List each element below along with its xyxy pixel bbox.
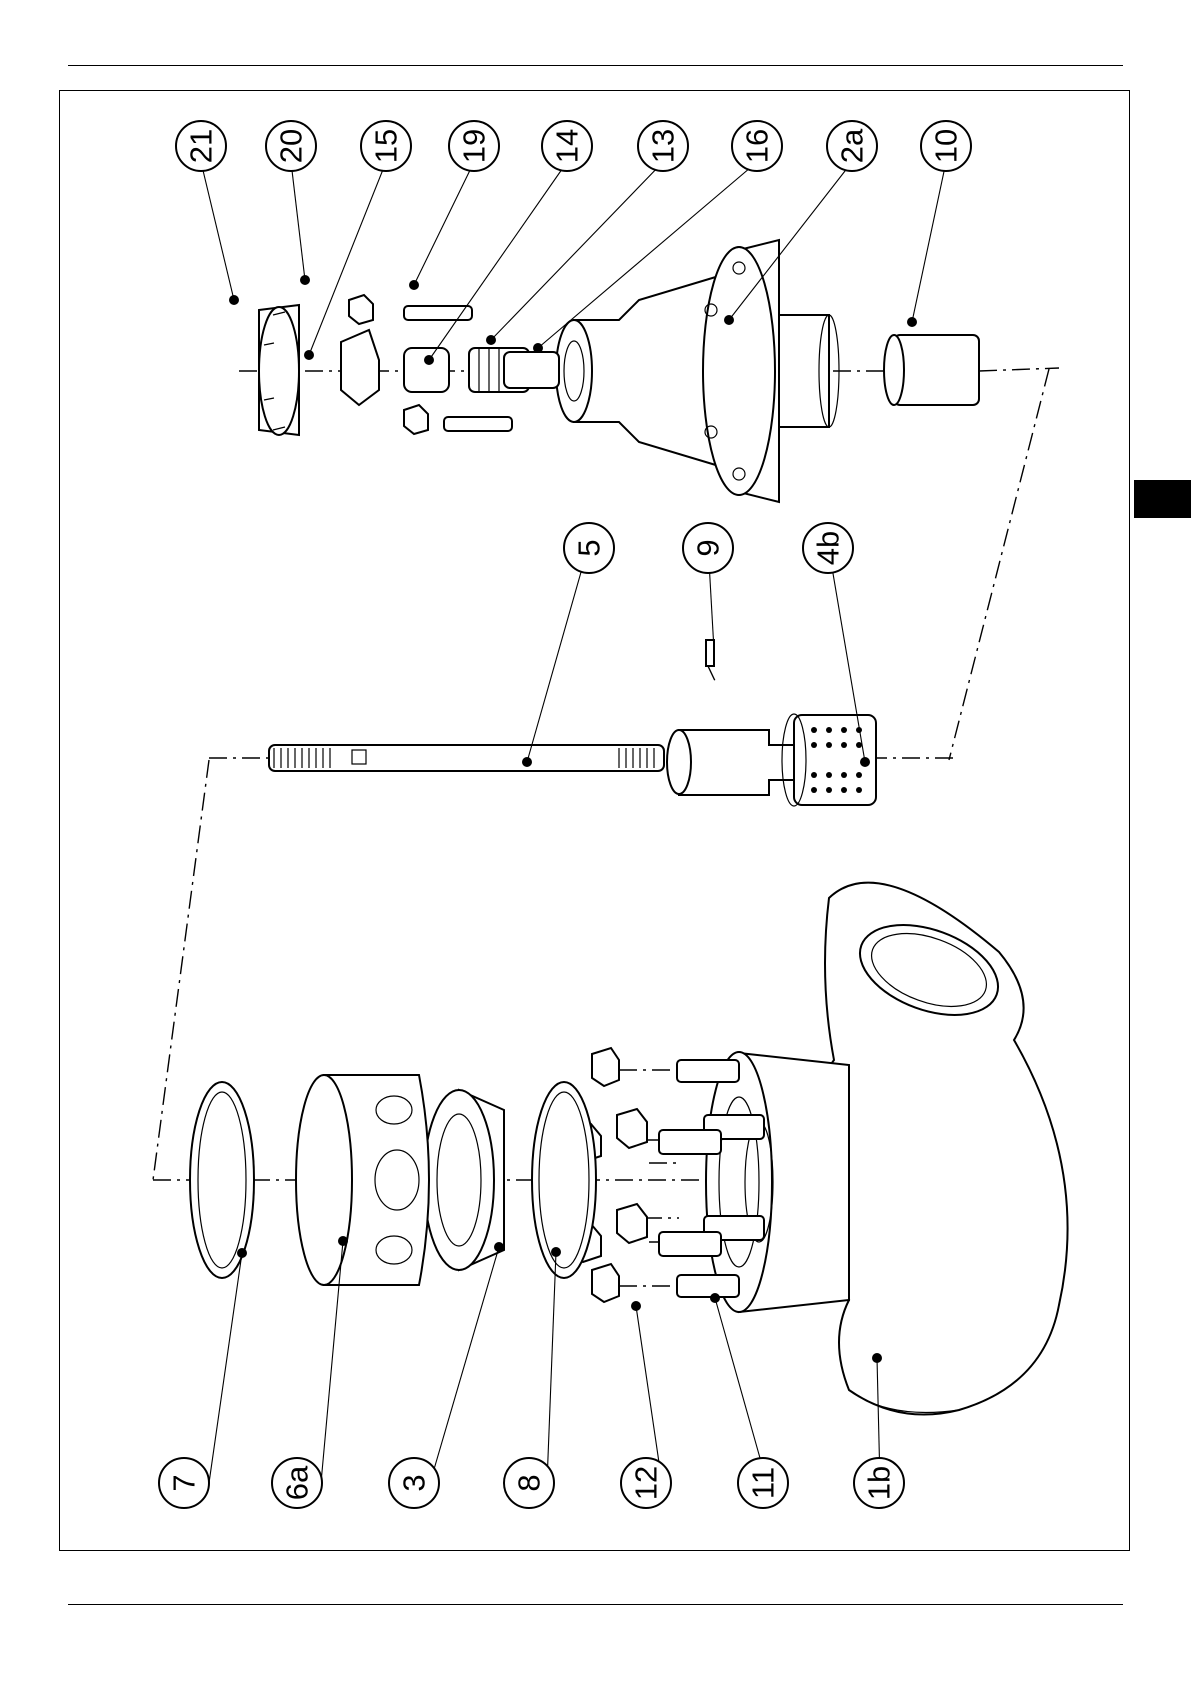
part-8-ring (532, 1082, 596, 1278)
part-15-clamp (341, 330, 379, 405)
svg-text:4b: 4b (811, 531, 846, 565)
callout-14: 14 (542, 121, 592, 171)
svg-text:12: 12 (629, 1466, 664, 1500)
svg-text:7: 7 (167, 1474, 202, 1491)
part-21-locknut (259, 305, 299, 435)
callout-19: 19 (449, 121, 499, 171)
svg-text:6a: 6a (280, 1465, 315, 1500)
callout-20: 20 (266, 121, 316, 171)
part-1b-flange (706, 1052, 849, 1312)
part-4b-plug (667, 714, 876, 806)
svg-text:8: 8 (512, 1474, 547, 1491)
callout-1b: 1b (854, 1458, 904, 1508)
section-tab (1134, 480, 1191, 518)
part-13-16-connector (469, 348, 559, 392)
svg-text:1b: 1b (862, 1466, 897, 1500)
svg-text:21: 21 (184, 129, 219, 163)
callout-15: 15 (361, 121, 411, 171)
svg-text:5: 5 (572, 539, 607, 556)
callout-16: 16 (732, 121, 782, 171)
part-3-seat (424, 1090, 504, 1270)
callout-12: 12 (621, 1458, 671, 1508)
part-2a-bonnet (556, 240, 839, 502)
part-5-stem (269, 745, 664, 771)
part-7-gasket (190, 1082, 254, 1278)
callout-13: 13 (638, 121, 688, 171)
part-14-sleeve (404, 348, 449, 392)
svg-text:15: 15 (369, 129, 404, 163)
part-10-bushing (884, 335, 979, 405)
svg-text:2a: 2a (835, 128, 870, 163)
callout-5: 5 (564, 523, 614, 573)
callout-10: 10 (921, 121, 971, 171)
svg-text:16: 16 (740, 129, 775, 163)
header-rule (68, 65, 1123, 66)
callout-2a: 2a (827, 121, 877, 171)
callout-6a: 6a (272, 1458, 322, 1508)
exploded-view-drawing: 21 20 15 19 14 13 16 2a 10 5 9 4b 7 6a 3… (59, 90, 1130, 1551)
svg-text:19: 19 (457, 129, 492, 163)
svg-text:3: 3 (397, 1474, 432, 1491)
callout-11: 11 (738, 1458, 788, 1508)
svg-text:11: 11 (746, 1467, 781, 1499)
callout-4b: 4b (803, 523, 853, 573)
part-6a-cage (296, 1075, 429, 1285)
callout-7: 7 (159, 1458, 209, 1508)
part-9-pin (706, 640, 714, 666)
svg-text:20: 20 (274, 129, 309, 163)
svg-text:14: 14 (550, 129, 585, 163)
svg-text:9: 9 (691, 539, 726, 556)
svg-text:10: 10 (929, 129, 964, 163)
callout-21: 21 (176, 121, 226, 171)
svg-text:13: 13 (646, 129, 681, 163)
callout-8: 8 (504, 1458, 554, 1508)
callout-3: 3 (389, 1458, 439, 1508)
callout-9: 9 (683, 523, 733, 573)
footer-rule (68, 1604, 1123, 1605)
